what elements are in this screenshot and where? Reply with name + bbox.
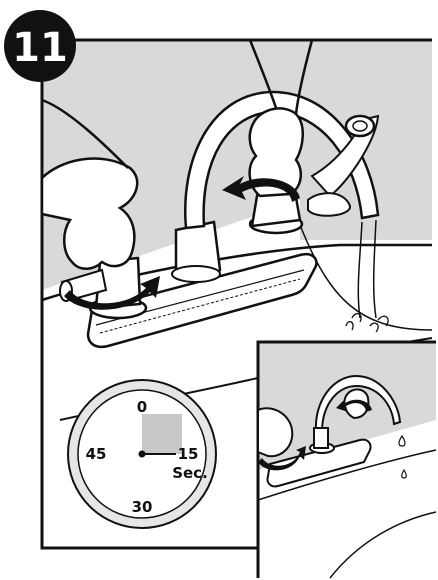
inset-spout-stem [314, 428, 328, 448]
spout-base [172, 222, 220, 282]
timer-label-45: 45 [86, 445, 107, 463]
inset-panel [258, 342, 436, 578]
step-number: 11 [12, 25, 68, 71]
timer-unit-label: Sec. [172, 464, 208, 482]
timer-elapsed-wedge [142, 414, 182, 454]
stopwatch-icon: 0 15 Sec. 30 45 [68, 380, 216, 528]
timer-label-15: 15 [178, 445, 199, 463]
sink-inner-edge [300, 225, 432, 330]
timer-label-30: 30 [132, 498, 153, 516]
timer-label-0: 0 [137, 398, 147, 416]
step-number-circle-icon: 11 [4, 10, 76, 82]
timer-center-dot [139, 451, 146, 458]
